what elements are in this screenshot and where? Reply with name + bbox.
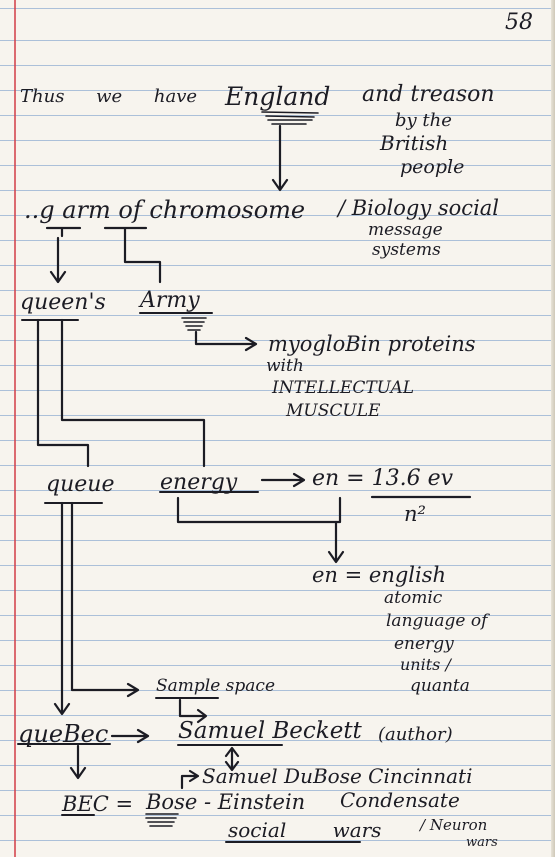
arrow-en-english <box>327 520 345 564</box>
text-thus-we-have: Thus we have <box>20 86 198 107</box>
line-queens-queue <box>36 328 90 468</box>
text-atomic: atomic <box>384 588 443 608</box>
text-quanta: quanta <box>410 676 470 696</box>
bose-scribble <box>145 813 179 827</box>
text-queue: queue <box>46 472 115 497</box>
queens-ticks <box>36 318 64 332</box>
text-quebec: queBec <box>18 720 109 748</box>
arrow-energy-en <box>260 472 306 488</box>
text-language-of: language of <box>386 611 488 631</box>
text-england: England <box>225 82 331 111</box>
bracket-g <box>45 226 82 238</box>
text-energy: energy <box>160 470 238 495</box>
text-muscle: MUSCULE <box>286 401 381 421</box>
text-myoglobin-proteins: myogloBin proteins <box>268 332 476 356</box>
line-queens-energy <box>60 328 206 468</box>
text-systems: systems <box>372 240 441 260</box>
text-author: (author) <box>378 724 453 745</box>
text-people: people <box>400 156 465 178</box>
arrow-sample-samuel <box>178 698 208 724</box>
text-by-the: by the <box>395 110 452 131</box>
line-queue-quebec <box>53 501 71 716</box>
margin-line <box>14 0 16 857</box>
text-message: message <box>368 220 443 240</box>
text-bec: BEC = <box>62 792 134 816</box>
text-queens: queen's <box>20 290 106 315</box>
text-social-wars: social wars <box>228 818 382 842</box>
energy-bracket <box>176 496 342 524</box>
arrow-to-dubose <box>180 769 200 790</box>
double-arrow <box>224 746 240 772</box>
text-energy-units: energy <box>394 634 454 654</box>
arrow-quebec-samuel <box>110 728 150 744</box>
text-bose-einstein: Bose - Einstein <box>146 790 306 814</box>
text-army: Army <box>140 288 200 313</box>
line-quebec-bec <box>69 744 87 780</box>
text-n-squared: n² <box>404 502 426 526</box>
text-wars: wars <box>466 835 498 850</box>
text-biology-social: / Biology social <box>338 196 500 220</box>
text-g-arm-chromosome: ..g arm of chromosome <box>24 196 306 224</box>
text-samuel-dubose: Samuel DuBose Cincinnati <box>202 764 473 788</box>
text-with: with <box>266 356 304 376</box>
text-neuron: / Neuron <box>420 816 488 834</box>
text-sample-space: Sample space <box>156 676 276 696</box>
text-en-formula: en = 13.6 ev <box>312 466 454 491</box>
line-queue-sample <box>70 501 140 698</box>
england-underline <box>261 111 319 125</box>
text-and-treason: and treason <box>362 82 495 107</box>
text-samuel-beckett: Samuel Beckett <box>178 718 362 744</box>
text-units: units / <box>400 655 451 674</box>
text-condensate: Condensate <box>340 788 460 812</box>
text-british: British <box>380 131 449 155</box>
text-en-english: en = english <box>312 563 447 587</box>
arrow-g-queens <box>49 236 67 284</box>
text-intellectual: INTELLECTUAL <box>272 378 415 398</box>
arrow-army-myoglobin <box>194 330 258 352</box>
bracket-arm <box>103 226 162 284</box>
page-number: 58 <box>505 10 533 35</box>
arrow-england-chromosome <box>271 124 289 192</box>
army-scribble <box>181 317 207 331</box>
page-edge <box>551 0 555 857</box>
